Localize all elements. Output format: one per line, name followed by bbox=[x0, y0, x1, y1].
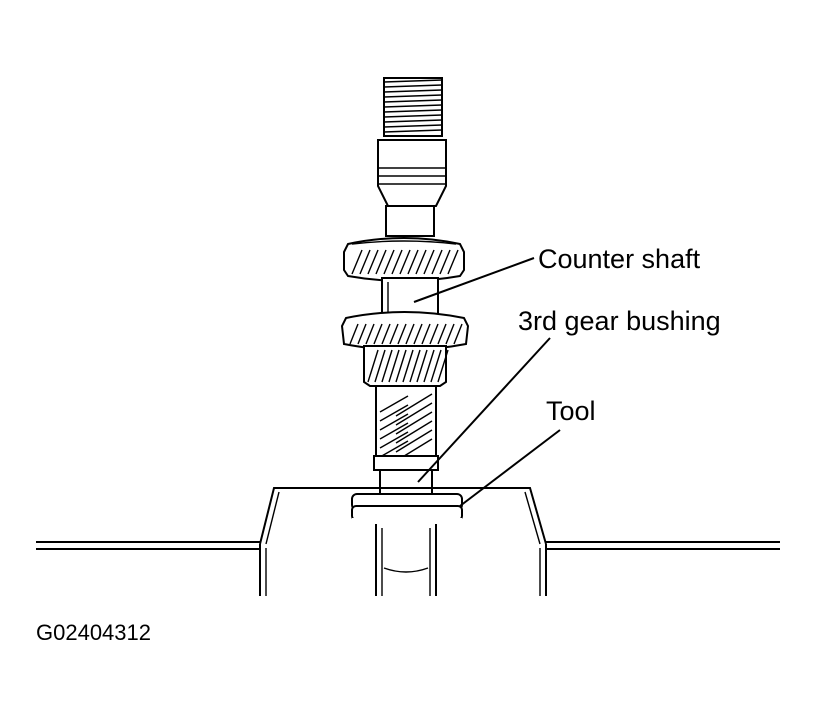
hatch-line bbox=[399, 249, 411, 275]
hatch-line bbox=[389, 323, 399, 345]
hatch-line bbox=[447, 249, 459, 275]
hatch-line bbox=[381, 323, 391, 345]
hatch-line bbox=[379, 413, 409, 431]
hatch-line bbox=[383, 109, 443, 113]
hatch-line bbox=[383, 79, 443, 83]
hatch-line bbox=[383, 114, 443, 118]
hatch-line bbox=[365, 323, 375, 345]
leader-third-gear-bushing bbox=[417, 337, 551, 483]
hatch-line bbox=[397, 323, 407, 345]
hatch-line bbox=[423, 349, 435, 383]
press-bed bbox=[36, 541, 780, 550]
hatch-line bbox=[383, 99, 443, 103]
hatch-line bbox=[357, 323, 367, 345]
hatch-line bbox=[395, 349, 407, 383]
upper-gear bbox=[343, 237, 465, 282]
hatch-line bbox=[437, 349, 449, 383]
hatch-line bbox=[383, 84, 443, 88]
hatch-line bbox=[395, 411, 433, 435]
hatch-line bbox=[421, 323, 431, 345]
hatch-line bbox=[349, 323, 359, 345]
label-tool: Tool bbox=[546, 396, 596, 426]
hatch-line bbox=[413, 323, 423, 345]
middle-gear bbox=[340, 311, 470, 387]
hatch-line bbox=[383, 119, 443, 123]
hatch-line bbox=[416, 349, 428, 383]
hatch-line bbox=[402, 349, 414, 383]
hatch-line bbox=[379, 395, 409, 413]
hatch-line bbox=[423, 249, 435, 275]
hatch-line bbox=[383, 89, 443, 93]
hatch-line bbox=[395, 420, 433, 444]
hatch-line bbox=[445, 323, 455, 345]
hatch-line bbox=[379, 431, 409, 449]
hatch-line bbox=[415, 249, 427, 275]
hatch-line bbox=[388, 349, 400, 383]
third-gear-bushing bbox=[379, 469, 433, 497]
tool-collar bbox=[351, 493, 463, 521]
hatch-line bbox=[383, 104, 443, 108]
hatch-line bbox=[383, 94, 443, 98]
hatch-line bbox=[437, 323, 447, 345]
press-spindle bbox=[377, 77, 447, 237]
leader-counter-shaft bbox=[413, 257, 535, 303]
hatch-line bbox=[453, 323, 463, 345]
hatch-line bbox=[391, 249, 403, 275]
lower-shaft bbox=[373, 385, 439, 471]
hatch-line bbox=[407, 249, 419, 275]
hatch-line bbox=[373, 323, 383, 345]
hatch-line bbox=[383, 249, 395, 275]
leader-tool bbox=[459, 429, 561, 507]
hatch-line bbox=[405, 323, 415, 345]
hatch-line bbox=[439, 249, 451, 275]
hatch-line bbox=[375, 249, 387, 275]
hatch-line bbox=[379, 404, 409, 422]
hatch-line bbox=[395, 402, 433, 426]
hatch-line bbox=[351, 249, 363, 275]
hatch-line bbox=[383, 129, 443, 133]
label-third-gear-bushing: 3rd gear bushing bbox=[518, 306, 721, 336]
hatch-line bbox=[379, 440, 409, 458]
hatch-line bbox=[430, 349, 442, 383]
hatch-line bbox=[383, 124, 443, 128]
hatch-line bbox=[409, 349, 421, 383]
hatch-line bbox=[367, 249, 379, 275]
support-fixture bbox=[259, 487, 547, 596]
hatch-line bbox=[381, 349, 393, 383]
label-counter-shaft: Counter shaft bbox=[538, 244, 701, 274]
hatch-line bbox=[379, 422, 409, 440]
hatch-line bbox=[395, 393, 433, 417]
hatch-line bbox=[431, 249, 443, 275]
figure-code: G02404312 bbox=[36, 620, 151, 645]
hatch-line bbox=[429, 323, 439, 345]
hatch-line bbox=[359, 249, 371, 275]
hatch-line bbox=[367, 349, 379, 383]
hatch-line bbox=[395, 429, 433, 453]
hatch-line bbox=[374, 349, 386, 383]
